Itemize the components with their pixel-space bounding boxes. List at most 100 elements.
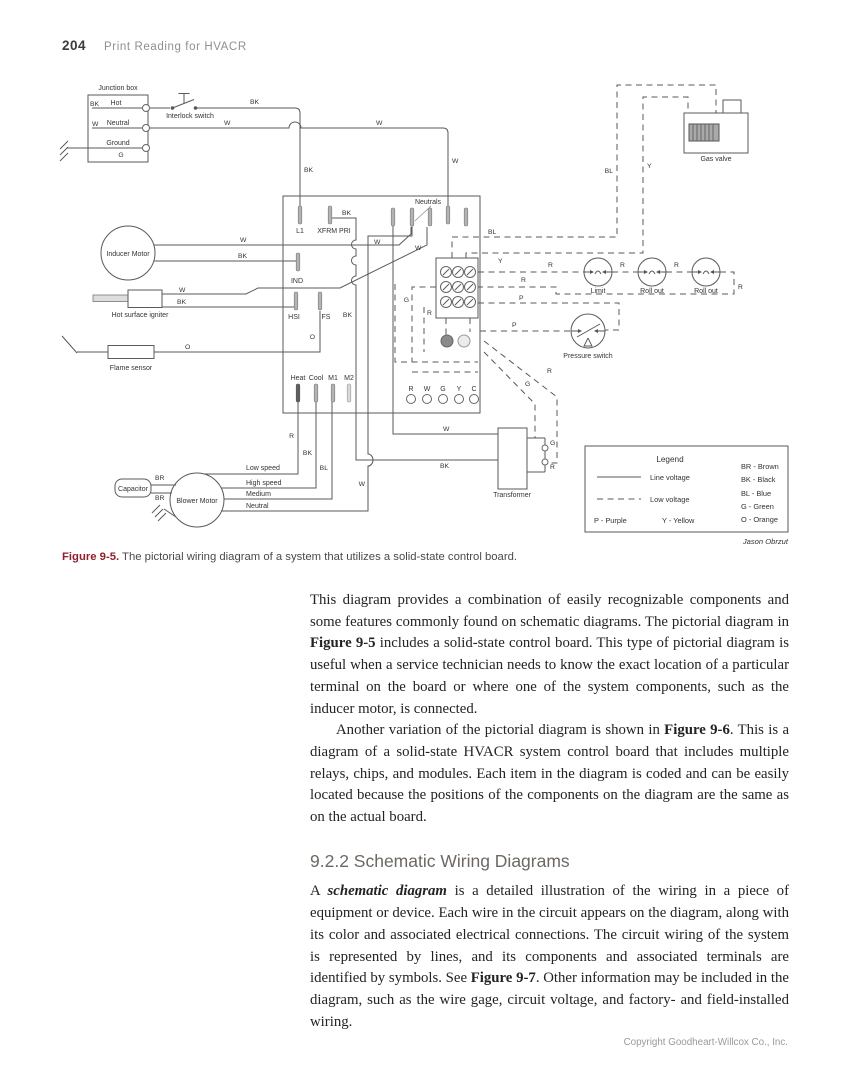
wire-color-label: R	[427, 310, 432, 317]
wire-color-label: P	[512, 322, 517, 329]
pressure-switch	[570, 313, 606, 349]
wire-low-speed	[204, 402, 299, 475]
hot-surface-igniter-label: Hot surface igniter	[112, 312, 169, 319]
wire-color-label: Y	[647, 163, 652, 170]
wire-xfrm-bk	[332, 217, 498, 461]
legend-code: G - Green	[741, 502, 774, 511]
junction-box	[59, 94, 150, 163]
wire-color-label: R	[547, 368, 552, 375]
speed-label: Neutral	[246, 503, 269, 510]
wire-neutral-w	[150, 121, 449, 208]
wire-color-label: R	[548, 262, 553, 269]
stat-terminal-label: G	[440, 386, 445, 393]
rollout-switch-label: Roll out	[640, 288, 664, 295]
gas-valve	[683, 99, 749, 154]
wire-color-label: BK	[250, 99, 260, 106]
wire-color-label: BK	[238, 253, 248, 260]
terminal-label: HSI	[288, 314, 300, 321]
wire-r-transformer	[483, 340, 558, 464]
wire-color-label: W	[240, 237, 247, 244]
wiring-diagram: Legend Line voltage Low voltage P - Purp…	[59, 84, 789, 546]
stat-terminal-label: R	[408, 386, 413, 393]
limit-switch	[583, 257, 613, 287]
wire-color-label: BL	[320, 465, 329, 472]
wire-color-label: R	[620, 262, 625, 269]
wire-high-speed	[221, 402, 317, 489]
figure-caption-text: The pictorial wiring diagram of a system…	[119, 551, 517, 563]
capacitor	[114, 478, 152, 498]
legend-code: BR - Brown	[741, 462, 779, 471]
page-footer: Copyright Goodheart-Willcox Co., Inc.	[623, 1037, 788, 1048]
terminal-label: FS	[322, 314, 331, 321]
wire-color-label: W	[452, 158, 459, 165]
legend-code: BK - Black	[741, 475, 776, 484]
wire-color-label: O	[310, 334, 315, 341]
rollout-switch	[637, 257, 667, 287]
blower-motor-label: Blower Motor	[176, 498, 218, 505]
wire-hot-bk	[197, 107, 301, 206]
wire-color-label: W	[374, 239, 381, 246]
wire-inducer-w	[154, 227, 412, 246]
wire-neutral-blower	[221, 226, 413, 512]
ground-icon	[59, 140, 72, 162]
relay-block	[435, 257, 479, 319]
wire-igniter-w	[162, 227, 428, 295]
stat-terminal-label: C	[471, 386, 476, 393]
wire-color-label: W	[443, 426, 450, 433]
speed-label: Medium	[246, 491, 271, 498]
wire-color-label: P	[519, 295, 524, 302]
wire-color-label: R	[289, 433, 294, 440]
wire-color-label: W	[376, 120, 383, 127]
wire-color-label: BK	[303, 450, 313, 457]
wire-color-label: W	[415, 245, 422, 252]
inducer-motor-label: Inducer Motor	[106, 251, 150, 258]
wire-color-label: BK	[177, 299, 187, 306]
inducer-motor	[100, 225, 156, 281]
neutrals-label: Neutrals	[415, 199, 442, 206]
paragraph: A schematic diagram is a detailed illust…	[310, 881, 789, 1033]
terminal-label: Cool	[309, 375, 324, 382]
flame-sensor	[61, 335, 155, 359]
wire-color-label: BR	[155, 495, 165, 502]
page-number: 204	[62, 38, 87, 53]
text-segment: This diagram provides a combination of e…	[310, 592, 789, 630]
stat-terminal-label: Y	[457, 386, 462, 393]
ground-label: Ground	[106, 140, 129, 147]
legend-code: BL - Blue	[741, 489, 771, 498]
wire-color-label: O	[185, 344, 190, 351]
terminal-label: M1	[328, 375, 338, 382]
neutrals-pointer	[414, 205, 432, 222]
interlock-switch	[150, 93, 198, 110]
rollout-switch-label: Roll out	[694, 288, 718, 295]
wire-limit-circuit	[478, 271, 735, 295]
led-indicator	[457, 334, 471, 348]
legend-line-voltage: Line voltage	[650, 473, 690, 482]
wire-color-label: R	[521, 277, 526, 284]
wire-color-label: G	[118, 152, 123, 159]
speed-label: Low speed	[246, 465, 280, 472]
blower-ground-icon	[151, 504, 177, 522]
pressure-switch-label: Pressure switch	[563, 353, 613, 360]
wire-color-label: BL	[488, 229, 497, 236]
section-heading: 9.2.2 Schematic Wiring Diagrams	[310, 850, 570, 871]
paragraph: This diagram provides a combination of e…	[310, 590, 789, 720]
led-indicator	[440, 334, 454, 348]
text-segment: schematic diagram	[327, 883, 447, 900]
thermostat-terminals	[406, 394, 479, 404]
legend-title: Legend	[656, 455, 684, 464]
wire-flame-o	[154, 311, 321, 353]
paragraph: Another variation of the pictorial diagr…	[310, 720, 789, 829]
body-text: This diagram provides a combination of e…	[310, 590, 789, 1033]
legend-code: O - Orange	[741, 515, 778, 524]
wire-color-label: BR	[155, 475, 165, 482]
wire-color-label: G	[404, 297, 409, 304]
text-segment: includes a solid-state control board. Th…	[310, 635, 789, 717]
limit-switch-label: Limit	[591, 288, 606, 295]
wire-medium-speed	[224, 402, 333, 500]
wire-color-label: W	[179, 287, 186, 294]
board-pins	[293, 205, 469, 403]
terminal-label: IND	[291, 278, 303, 285]
